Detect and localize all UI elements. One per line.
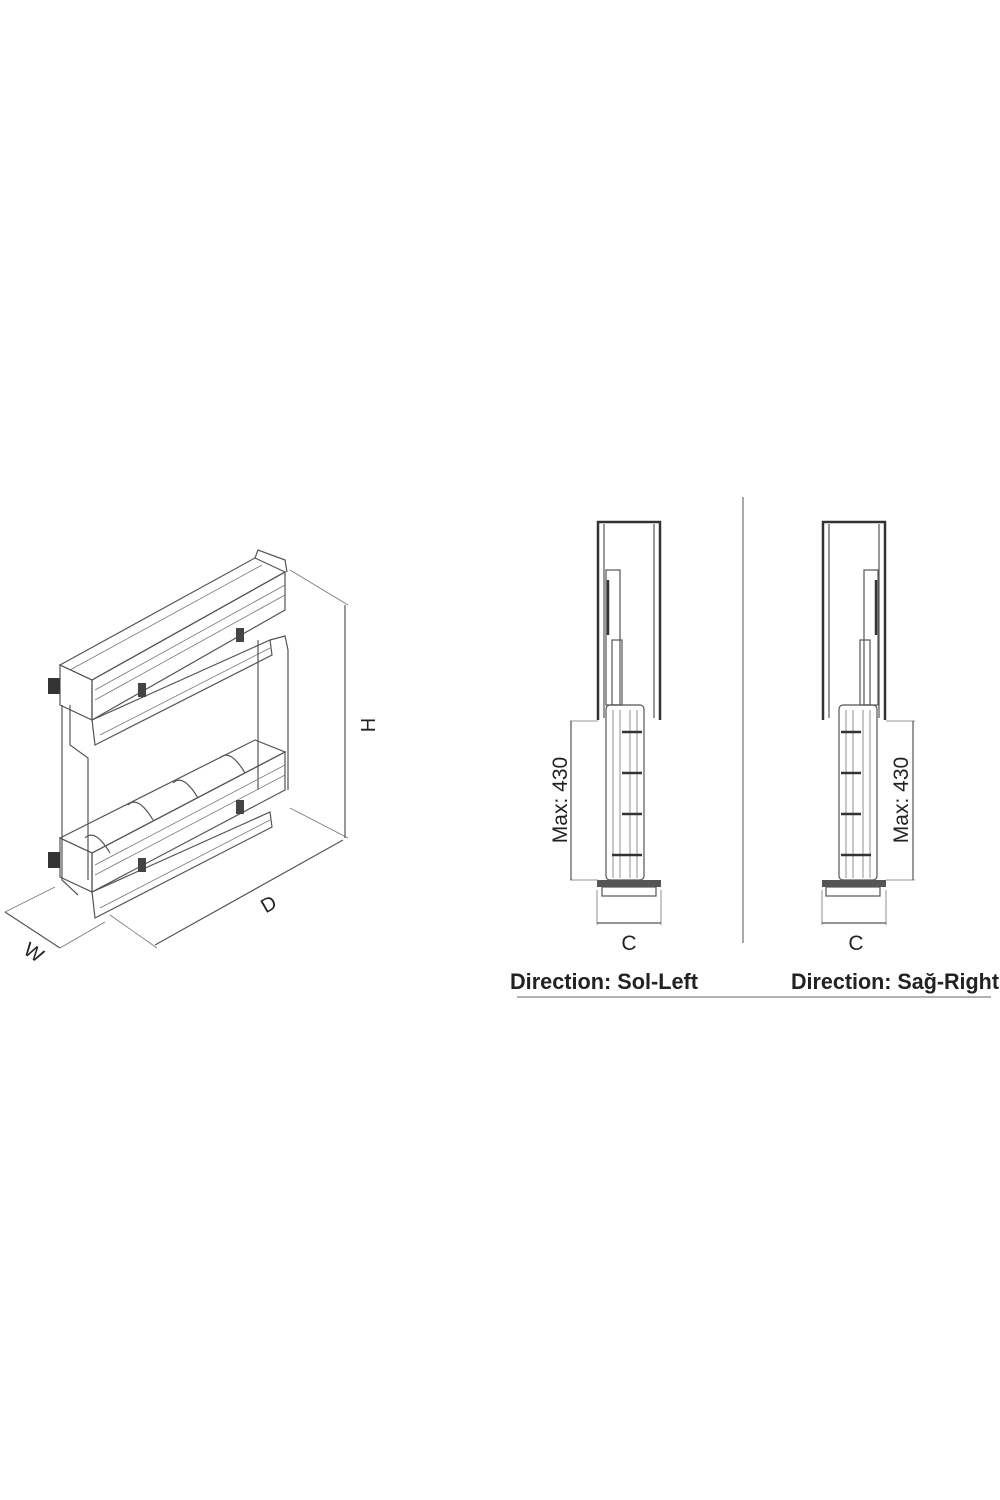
- drawer-front: [825, 886, 881, 897]
- left-direction-view: Max: 430 C Direction: Sol-Left: [510, 520, 699, 994]
- clearance-dimension: C: [821, 890, 887, 955]
- basket: [838, 704, 878, 881]
- max-height-dimension: Max: 430: [886, 720, 915, 881]
- clearance-label: C: [848, 932, 863, 955]
- pull-out-mechanism: [859, 569, 879, 706]
- base-plate: [822, 880, 886, 887]
- base-plate: [597, 880, 661, 887]
- depth-dimension: D: [109, 839, 344, 949]
- cabinet-outline: [821, 520, 887, 720]
- height-label: H: [358, 718, 380, 732]
- max-height-label: Max: 430: [890, 757, 913, 843]
- cabinet-outline: [596, 520, 662, 720]
- basket: [605, 704, 645, 881]
- width-dimension: W: [4, 886, 106, 968]
- direction-label: Direction: Sol-Left: [510, 969, 699, 994]
- width-label: W: [19, 939, 47, 968]
- top-basket: [48, 557, 287, 746]
- clearance-dimension: C: [596, 890, 662, 955]
- max-height-dimension: Max: 430: [549, 720, 598, 881]
- max-height-label: Max: 430: [549, 757, 572, 843]
- pull-out-mechanism: [605, 569, 623, 706]
- drawer-front: [601, 886, 657, 897]
- direction-label: Direction: Sağ-Right: [791, 969, 1000, 994]
- height-dimension: H: [289, 569, 380, 839]
- isometric-basket-drawing: H D W: [4, 549, 380, 968]
- depth-label: D: [257, 892, 281, 918]
- right-direction-view: Max: 430 C Direction: Sağ-Right: [791, 520, 1000, 994]
- clearance-label: C: [621, 932, 636, 955]
- frame-uprights: [61, 549, 289, 896]
- bottom-basket: [48, 739, 287, 919]
